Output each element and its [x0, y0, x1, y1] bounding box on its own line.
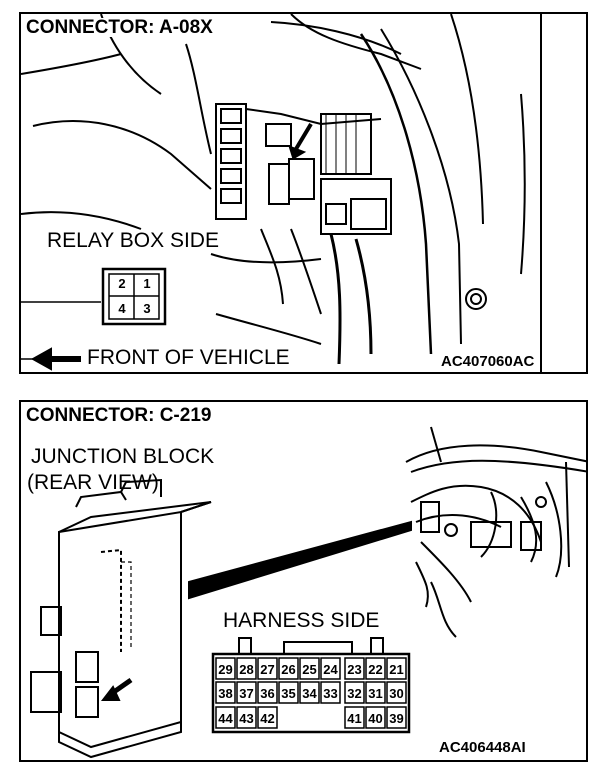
c219-pin-32: 32	[347, 686, 362, 701]
harness-side-label: HARNESS SIDE	[223, 609, 380, 632]
connector-a08x-panel: CONNECTOR: A-08X RELAY BOX SIDE 2 1 4 3 …	[19, 12, 588, 374]
c219-pin-43: 43	[239, 711, 254, 726]
c219-pin-40: 40	[368, 711, 383, 726]
rear-view-label: (REAR VIEW)	[27, 471, 159, 494]
c219-pin-30: 30	[389, 686, 404, 701]
connector-a08x-title: CONNECTOR: A-08X	[23, 18, 216, 37]
figure-code-top: AC407060AC	[439, 353, 537, 370]
c219-pin-25: 25	[302, 662, 317, 677]
connector-a08x-pin-3: 3	[143, 301, 151, 316]
c219-pin-29: 29	[218, 662, 233, 677]
c219-pin-39: 39	[389, 711, 404, 726]
figure-code-bottom: AC406448AI	[439, 739, 526, 756]
junction-block-label: JUNCTION BLOCK	[31, 445, 215, 468]
c219-pin-42: 42	[260, 711, 275, 726]
c219-connector-face	[211, 637, 411, 734]
c219-pin-44: 44	[218, 711, 233, 726]
c219-pin-24: 24	[323, 662, 338, 677]
c219-pin-26: 26	[281, 662, 296, 677]
c219-pin-41: 41	[347, 711, 362, 726]
c219-pin-31: 31	[368, 686, 383, 701]
c219-pin-36: 36	[260, 686, 275, 701]
front-of-vehicle-label: FRONT OF VEHICLE	[87, 346, 290, 369]
connector-c219-panel: CONNECTOR: C-219 JUNCTION BLOCK (REAR VI…	[19, 400, 588, 762]
c219-pin-38: 38	[218, 686, 233, 701]
c219-pin-23: 23	[347, 662, 362, 677]
c219-pin-37: 37	[239, 686, 254, 701]
c219-pin-35: 35	[281, 686, 296, 701]
relay-box-illustration	[21, 14, 542, 372]
junction-block-illustration	[30, 426, 586, 759]
connector-a08x-pin-4: 4	[118, 301, 126, 316]
c219-pin-33: 33	[323, 686, 338, 701]
c219-pin-22: 22	[368, 662, 383, 677]
c219-pin-34: 34	[302, 686, 317, 701]
c219-pin-21: 21	[389, 662, 404, 677]
connector-c219-title: CONNECTOR: C-219	[23, 406, 215, 425]
c219-pin-28: 28	[239, 662, 254, 677]
relay-box-side-label: RELAY BOX SIDE	[47, 229, 219, 252]
connector-a08x-pin-2: 2	[118, 276, 126, 291]
connector-a08x-pin-1: 1	[143, 276, 151, 291]
c219-pin-27: 27	[260, 662, 275, 677]
